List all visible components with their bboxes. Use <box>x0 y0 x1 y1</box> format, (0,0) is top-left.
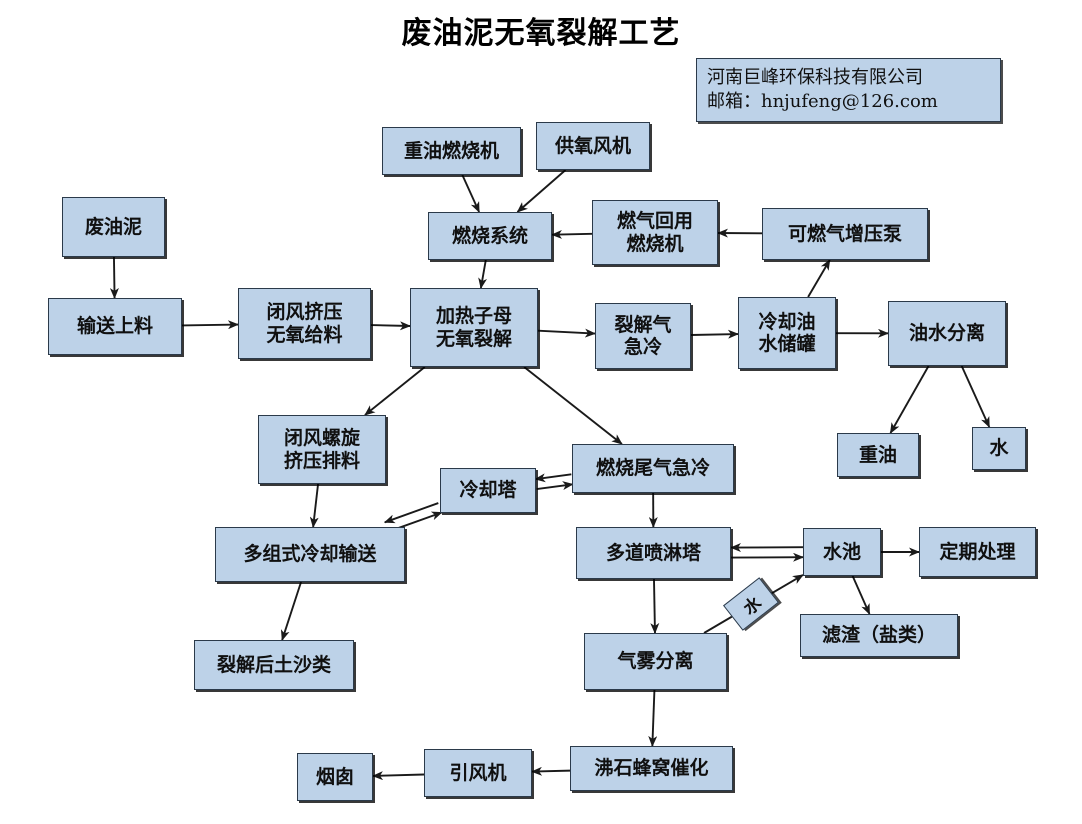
edge-induced_fan-to-chimney <box>372 771 425 781</box>
edge-cooling_oil_tank-to-gas_booster_pump <box>807 259 831 298</box>
edge-zeolite_catalyst-to-induced_fan <box>531 766 571 776</box>
edge-oxygen_blower-to-combustion_system <box>516 169 567 213</box>
edge-heating_pyrolysis-to-flue_gas_quench <box>523 366 623 445</box>
node-chimney[interactable]: 烟囱 <box>297 753 373 801</box>
edge-airlock_screw-to-multi_cool_conv <box>309 483 320 528</box>
node-airlock_extrude[interactable]: 闭风挤压 无氧给料 <box>238 288 371 359</box>
edge-heating_pyrolysis-to-pyro_gas_quench <box>537 328 596 338</box>
node-pyro_gas_quench[interactable]: 裂解气 急冷 <box>595 303 691 369</box>
node-periodic_treat[interactable]: 定期处理 <box>919 527 1036 577</box>
node-cooling_tower[interactable]: 冷却塔 <box>440 468 536 513</box>
node-gas_booster_pump[interactable]: 可燃气增压泵 <box>762 208 928 260</box>
node-waste_oil_sludge[interactable]: 废油泥 <box>62 197 165 257</box>
node-sand_after_pyro[interactable]: 裂解后土沙类 <box>194 640 354 690</box>
edge-airlock_extrude-to-heating_pyrolysis <box>370 321 411 331</box>
node-heavy_oil_burner[interactable]: 重油燃烧机 <box>382 127 521 175</box>
edge-oil_water_sep-to-water_out <box>960 365 991 428</box>
node-induced_fan[interactable]: 引风机 <box>424 749 532 797</box>
node-conveying_feed[interactable]: 输送上料 <box>48 298 182 355</box>
edge-multi_cool_conv-to-sand_after_pyro <box>280 581 302 641</box>
company-info-box: 河南巨峰环保科技有限公司 邮箱：hnjufeng@126.com <box>696 58 1001 122</box>
edge-cooling_tower-to-flue_gas_quench <box>536 481 574 491</box>
node-water_pool[interactable]: 水池 <box>803 528 881 576</box>
company-name: 河南巨峰环保科技有限公司 <box>707 66 923 88</box>
company-email: 邮箱：hnjufeng@126.com <box>707 91 938 112</box>
edge-pyro_gas_quench-to-cooling_oil_tank <box>690 329 739 339</box>
edge-conveying_feed-to-airlock_extrude <box>181 320 239 330</box>
node-gas_reuse_burner[interactable]: 燃气回用 燃烧机 <box>592 200 718 265</box>
node-heating_pyrolysis[interactable]: 加热子母 无氧裂解 <box>410 288 538 367</box>
edge-mist_separation-to-zeolite_catalyst <box>648 689 658 747</box>
edge-combustion_system-to-heating_pyrolysis <box>478 259 488 289</box>
edge-cooling_tower-to-multi_cool_conv <box>383 502 439 524</box>
node-combustion_system[interactable]: 燃烧系统 <box>428 212 552 260</box>
page-title: 废油泥无氧裂解工艺 <box>401 16 681 51</box>
node-spray_tower[interactable]: 多道喷淋塔 <box>576 527 731 579</box>
node-multi_cool_conv[interactable]: 多组式冷却输送 <box>215 527 405 582</box>
edge-oil_water_sep-to-heavy_oil_out <box>889 365 930 434</box>
node-flue_gas_quench[interactable]: 燃烧尾气急冷 <box>572 444 734 493</box>
node-water_out[interactable]: 水 <box>972 427 1026 470</box>
edge-heavy_oil_burner-to-combustion_system <box>461 174 480 213</box>
edge-waste_oil_sludge-to-conveying_feed <box>109 256 119 299</box>
node-filter_residue[interactable]: 滤渣（盐类） <box>800 614 958 657</box>
node-mist_separation[interactable]: 气雾分离 <box>584 633 727 690</box>
edge-heating_pyrolysis-to-airlock_screw <box>364 366 426 416</box>
node-oil_water_sep[interactable]: 油水分离 <box>888 301 1006 366</box>
edge-spray_tower-to-mist_separation <box>650 578 660 634</box>
node-cooling_oil_tank[interactable]: 冷却油 水储罐 <box>738 297 836 369</box>
node-airlock_screw[interactable]: 闭风螺旋 挤压排料 <box>258 415 386 484</box>
node-zeolite_catalyst[interactable]: 沸石蜂窝催化 <box>570 746 733 791</box>
node-heavy_oil_out[interactable]: 重油 <box>837 433 919 477</box>
edge-cooling_tower-to-flue_gas_quench-reverse <box>534 473 572 483</box>
edge-water_pool-to-filter_residue <box>851 575 871 615</box>
node-oxygen_blower[interactable]: 供氧风机 <box>536 122 650 170</box>
edge-gas_reuse_burner-to-combustion_system <box>551 229 593 239</box>
